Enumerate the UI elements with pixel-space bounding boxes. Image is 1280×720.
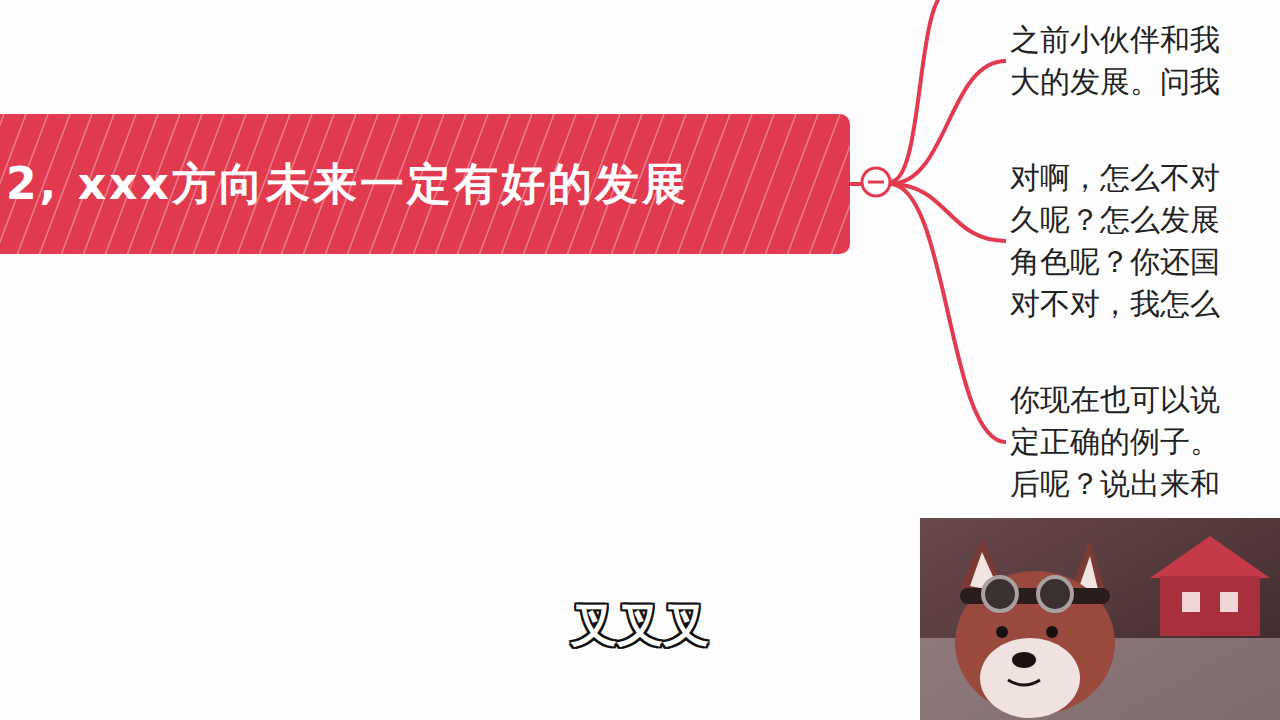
branch-note: 之前小伙伴和我 大的发展。问我 — [1006, 19, 1255, 103]
hatch-stroke — [802, 114, 850, 254]
hatch-stroke — [758, 114, 818, 254]
branch-line — [850, 184, 1006, 442]
note-text: 之前小伙伴和我 大的发展。问我 — [1010, 19, 1229, 103]
hatch-stroke — [714, 114, 774, 254]
note-text: 对啊，怎么不对 久呢？怎么发展 角色呢？你还国 对不对，我怎么 — [1010, 157, 1229, 325]
topic-band: 2, xxx方向未来一定有好的发展 — [0, 114, 850, 254]
subtitle-box: 叉叉叉 — [0, 595, 1280, 657]
branch-line — [850, 61, 1006, 184]
hatch-stroke — [736, 114, 796, 254]
avatar-picture — [920, 518, 1280, 720]
hatch-stroke — [846, 114, 850, 254]
offscreen-branch — [890, 0, 950, 182]
subtitle: 叉叉叉 — [571, 595, 709, 657]
hatch-stroke — [824, 114, 850, 254]
hatch-stroke — [780, 114, 840, 254]
branch-note: 对啊，怎么不对 久呢？怎么发展 角色呢？你还国 对不对，我怎么 — [1006, 157, 1255, 325]
collapse-button — [862, 168, 890, 196]
note-text: 你现在也可以说 定正确的例子。 后呢？说出来和 — [1010, 379, 1229, 505]
collapse-minus — [868, 181, 884, 184]
hatch-stroke — [692, 114, 752, 254]
topic-text: 2, xxx方向未来一定有好的发展 — [0, 155, 689, 214]
branch-note: 你现在也可以说 定正确的例子。 后呢？说出来和 — [1006, 379, 1255, 505]
